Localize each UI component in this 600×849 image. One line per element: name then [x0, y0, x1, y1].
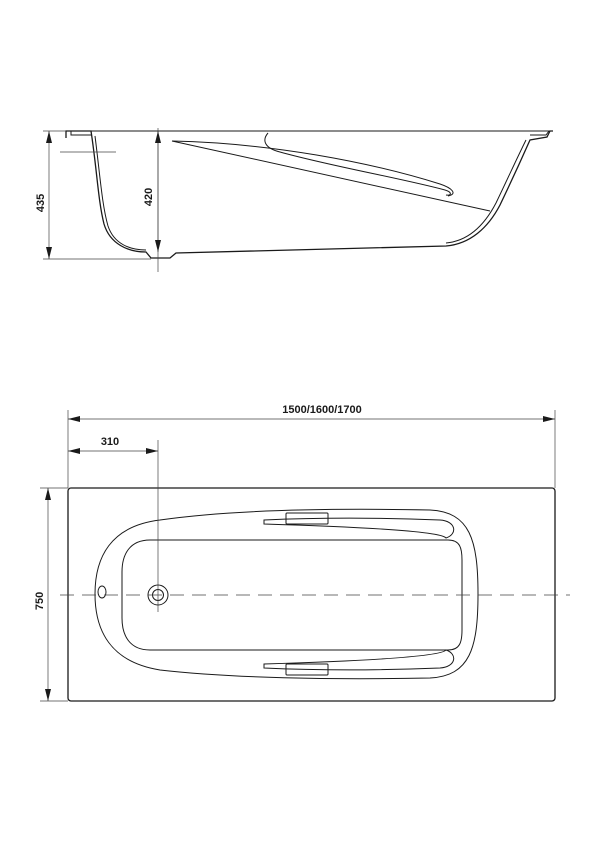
side-view-inner-right-wall: [445, 139, 527, 244]
top-view-upper-groove: [263, 517, 455, 539]
dim-420-arrow-top: [155, 131, 161, 143]
side-view-tub-profile: [65, 130, 553, 259]
side-view-backrest-slope: [171, 140, 491, 212]
dim-435-arrow-top: [46, 131, 52, 143]
top-view-upper-handle: [285, 512, 329, 525]
dim-length-arrow-left: [68, 416, 80, 422]
top-view-lower-groove: [263, 649, 455, 671]
dim-310-arrow-right: [146, 448, 158, 454]
top-view-lower-handle: [285, 663, 329, 676]
dim-750-label: 750: [34, 592, 46, 610]
dim-435-label: 435: [35, 194, 47, 212]
dim-310-arrow-left: [68, 448, 80, 454]
side-view-rim-lip-left: [70, 131, 91, 136]
dim-420-arrow-bottom: [155, 240, 161, 252]
dim-750-arrow-bottom: [45, 689, 51, 701]
top-view-bowl-outline: [94, 508, 479, 680]
top-view-overflow: [97, 585, 107, 599]
dim-750-arrow-top: [45, 488, 51, 500]
dim-310-label: 310: [101, 436, 119, 448]
side-view: 435 420: [35, 128, 553, 272]
top-view: 1500/1600/1700 310 750: [34, 404, 570, 702]
side-view-backrest-upper: [171, 140, 454, 197]
top-view-outer-rim: [67, 487, 556, 702]
dim-length-label: 1500/1600/1700: [282, 404, 362, 416]
top-view-floor: [121, 539, 463, 651]
dim-length-arrow-right: [543, 416, 555, 422]
side-view-inner-left-wall: [94, 135, 147, 251]
side-view-handle-recess: [264, 132, 451, 196]
dim-435-arrow-bottom: [46, 247, 52, 259]
side-view-rim-lip-right: [530, 130, 550, 136]
dim-420-label: 420: [143, 188, 155, 206]
